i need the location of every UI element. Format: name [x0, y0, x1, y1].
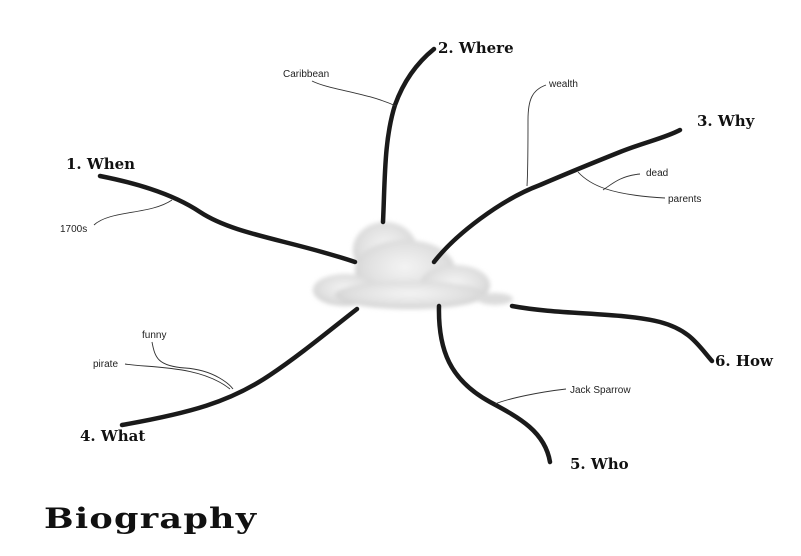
- detail-label-1700s: 1700s: [60, 224, 87, 235]
- branch-line-when: [97, 173, 358, 265]
- branch-label-why: 3. Why: [697, 112, 756, 130]
- detail-label-caribbean: Caribbean: [283, 69, 329, 80]
- branch-line-where: [380, 46, 437, 225]
- leaf-line-pirate: [124, 363, 231, 390]
- leaf-line-wealth: [526, 84, 547, 187]
- leaf-line-funny: [151, 341, 234, 390]
- leaf-line-dead: [602, 173, 641, 191]
- branch-line-how: [509, 303, 715, 364]
- leaf-line-caribbean: [311, 80, 397, 107]
- branch-label-how: 6. How: [715, 352, 774, 370]
- detail-label-dead: dead: [646, 168, 668, 179]
- detail-label-funny: funny: [142, 330, 166, 341]
- leaf-line-jack-sparrow: [494, 388, 567, 405]
- detail-label-pirate: pirate: [93, 359, 118, 370]
- branch-label-who: 5. Who: [570, 455, 629, 473]
- branch-label-what: 4. What: [80, 427, 145, 445]
- branch-line-why: [431, 127, 683, 265]
- detail-label-parents: parents: [668, 194, 701, 205]
- branch-line-what: [119, 306, 360, 428]
- leaf-line-1700s: [93, 199, 173, 226]
- leaf-line-parents: [577, 171, 666, 199]
- detail-label-wealth: wealth: [548, 79, 578, 90]
- page-title: Biography: [44, 502, 258, 535]
- branch-line-who: [436, 303, 553, 465]
- branch-label-when: 1. When: [66, 155, 135, 173]
- center-cloud: [313, 222, 513, 309]
- branch-label-where: 2. Where: [438, 39, 514, 57]
- detail-label-jack-sparrow: Jack Sparrow: [570, 385, 631, 396]
